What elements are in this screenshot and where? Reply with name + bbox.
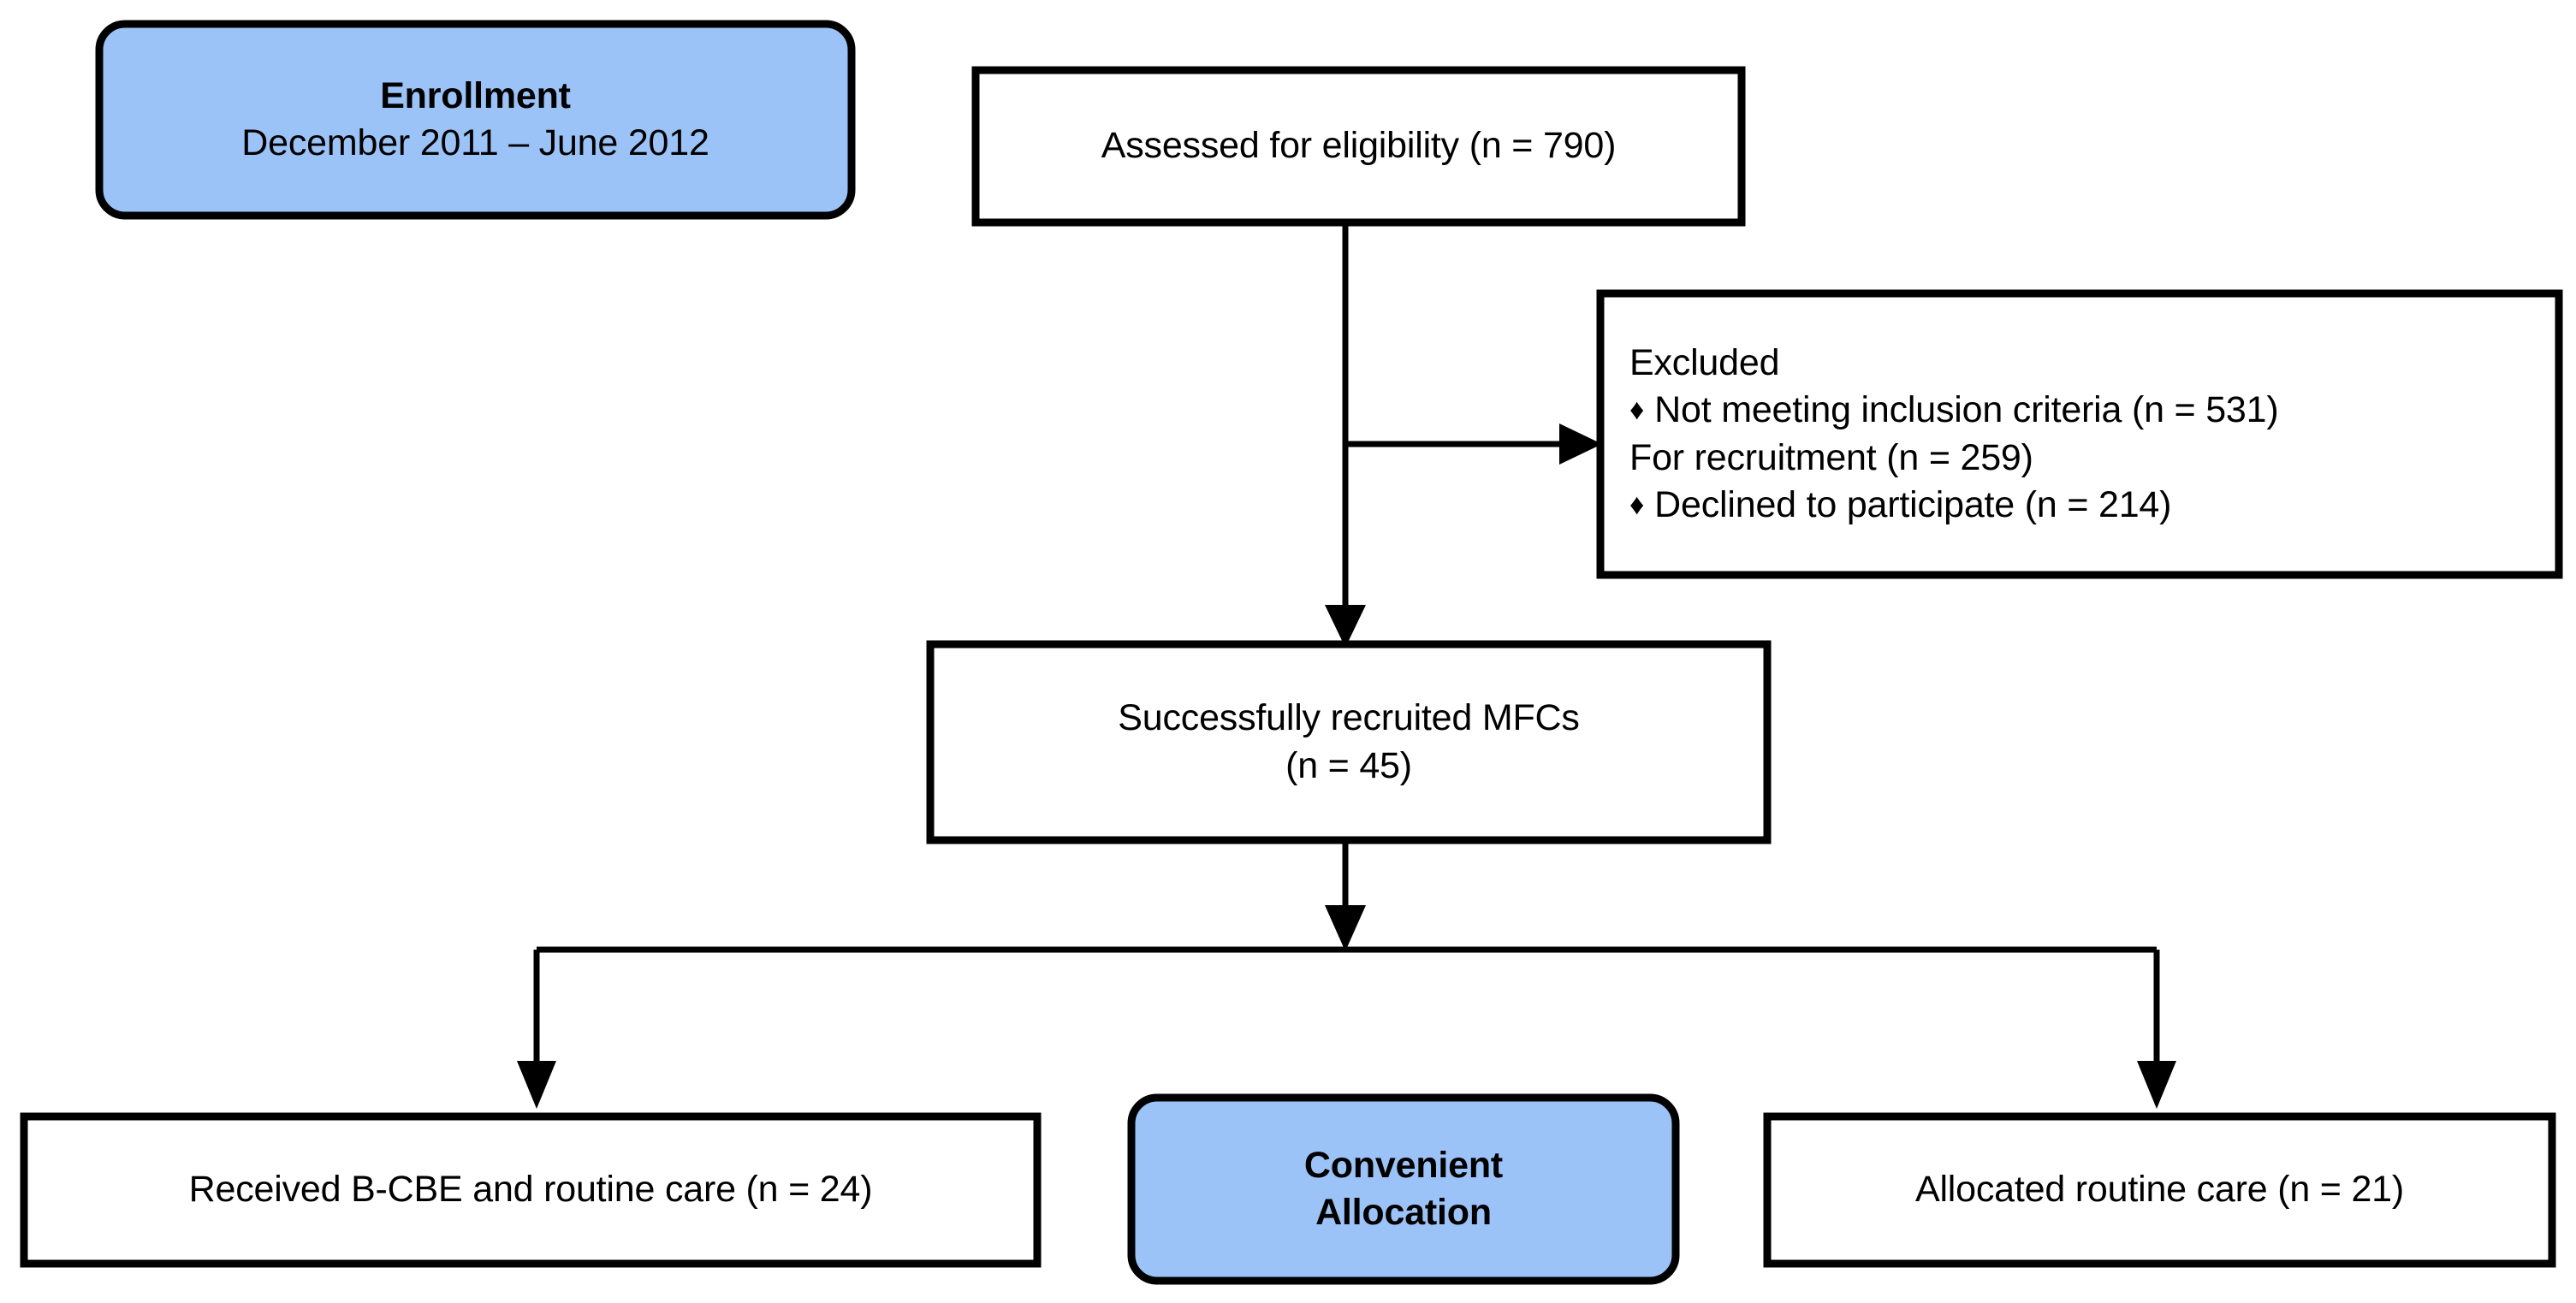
arrowhead-split-to-intervention (517, 1061, 556, 1109)
successfully-recruited-box-shape (926, 640, 1772, 844)
arrowhead-split-to-control (2137, 1061, 2176, 1109)
arrowhead-assessed-to-recruited (1325, 605, 1366, 648)
intervention-arm-box-shape (20, 1112, 1042, 1268)
arrowhead-recruited-to-split (1325, 905, 1366, 951)
allocation-phase-box-shape (1127, 1093, 1680, 1285)
assessed-for-eligibility-box-shape (971, 66, 1746, 227)
enrollment-phase-box-shape (95, 20, 856, 220)
control-arm-box-shape (1763, 1112, 2556, 1268)
excluded-box-shape (1596, 289, 2563, 579)
arrowhead-assessed-to-excluded (1559, 423, 1602, 465)
